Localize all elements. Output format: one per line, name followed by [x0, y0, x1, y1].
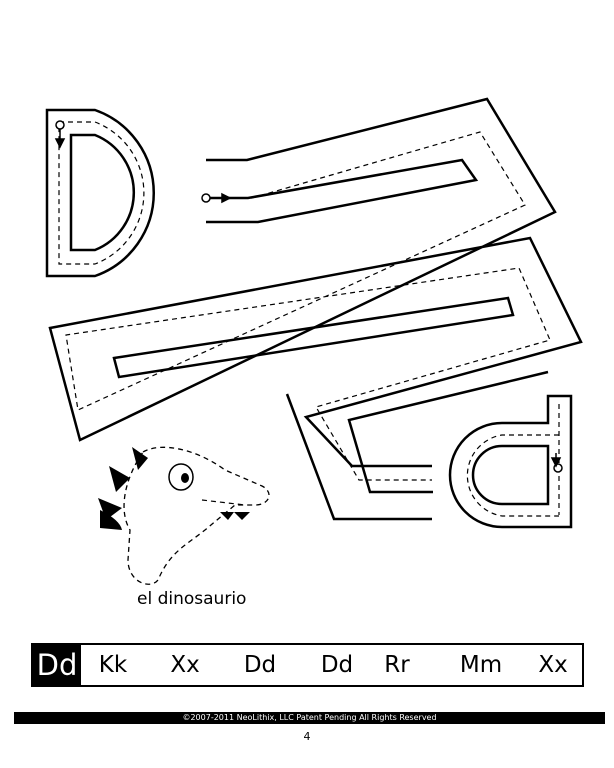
strip-letter-7[interactable]: Xx	[538, 652, 568, 678]
zigzag-dashed-guide	[65, 131, 551, 481]
strip-letter-6[interactable]: Mm	[459, 652, 503, 678]
uppercase-d-dashed-guide	[58, 121, 145, 265]
lowercase-d-dashed-guide	[466, 404, 560, 517]
zigzag-inner-slot-middle	[112, 296, 515, 379]
zigzag-bottom-line	[285, 393, 432, 521]
strip-letter-4[interactable]: Dd	[320, 652, 354, 678]
start-dot-arrow-icon	[550, 453, 563, 473]
strip-letter-1[interactable]: Kk	[98, 652, 128, 678]
dinosaur-head-icon	[98, 446, 270, 585]
zigzag-inner-line	[206, 158, 479, 224]
strip-letter-2[interactable]: Xx	[170, 652, 200, 678]
zigzag-path-outline	[50, 99, 581, 520]
uppercase-d-outline	[45, 108, 156, 278]
letter-strip: Dd Kk Xx Dd Dd Rr Mm Xx	[31, 643, 584, 687]
start-dot-arrow-icon	[201, 192, 232, 204]
copyright-bar: ©2007-2011 NeoLithix, LLC Patent Pending…	[14, 712, 605, 724]
strip-target-letter: Dd	[33, 645, 81, 685]
zigzag-outer-line	[48, 97, 583, 468]
tracing-artwork	[45, 97, 583, 585]
lowercase-d-outline	[448, 394, 573, 529]
strip-letter-5[interactable]: Rr	[384, 652, 410, 678]
start-dot-arrow-icon	[54, 120, 66, 149]
caption-label: el dinosaurio	[137, 589, 247, 609]
page-number: 4	[303, 730, 311, 743]
strip-letter-3[interactable]: Dd	[243, 652, 277, 678]
zigzag-inner-line-lower	[347, 370, 549, 494]
